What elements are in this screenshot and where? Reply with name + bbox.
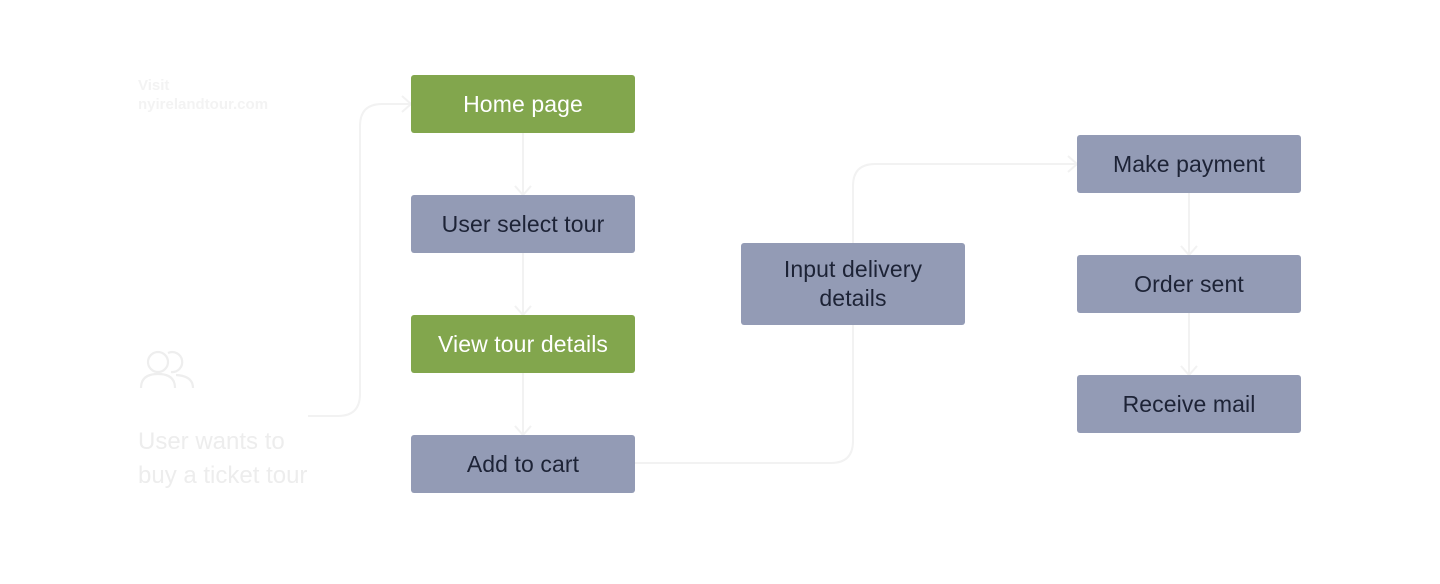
node-user-select-tour: User select tour xyxy=(411,195,635,253)
node-input-delivery-details-label: Input delivery details xyxy=(783,256,923,311)
connector-actor-to-home xyxy=(308,103,410,417)
arrowhead-cart xyxy=(514,425,532,437)
arrowhead-home xyxy=(401,95,413,113)
node-input-delivery-details: Input delivery details xyxy=(741,243,965,325)
node-receive-mail: Receive mail xyxy=(1077,375,1301,433)
users-icon xyxy=(139,350,195,389)
node-user-select-tour-label: User select tour xyxy=(441,210,605,237)
arrowhead-select xyxy=(514,185,532,197)
node-add-to-cart: Add to cart xyxy=(411,435,635,493)
arrowhead-details xyxy=(514,305,532,317)
entry-point-text: Visit nyirelandtour.com xyxy=(138,77,269,113)
entry-point-label: Visit nyirelandtour.com xyxy=(138,76,328,114)
actor-label: User wants to buy a ticket tour xyxy=(138,428,308,489)
connector-delivery-to-payment xyxy=(852,163,1076,243)
arrowhead-order xyxy=(1180,245,1198,257)
node-order-sent-label: Order sent xyxy=(1134,270,1244,297)
arrowhead-payment xyxy=(1067,155,1079,173)
node-add-to-cart-label: Add to cart xyxy=(466,450,580,477)
node-order-sent: Order sent xyxy=(1077,255,1301,313)
node-home-page-label: Home page xyxy=(463,90,583,117)
node-make-payment: Make payment xyxy=(1077,135,1301,193)
node-view-tour-details-label: View tour details xyxy=(437,330,609,357)
connector-cart-to-delivery xyxy=(635,325,854,464)
node-home-page: Home page xyxy=(411,75,635,133)
node-make-payment-label: Make payment xyxy=(1112,150,1266,177)
node-receive-mail-label: Receive mail xyxy=(1122,390,1256,417)
arrowhead-mail xyxy=(1180,365,1198,377)
node-view-tour-details: View tour details xyxy=(411,315,635,373)
